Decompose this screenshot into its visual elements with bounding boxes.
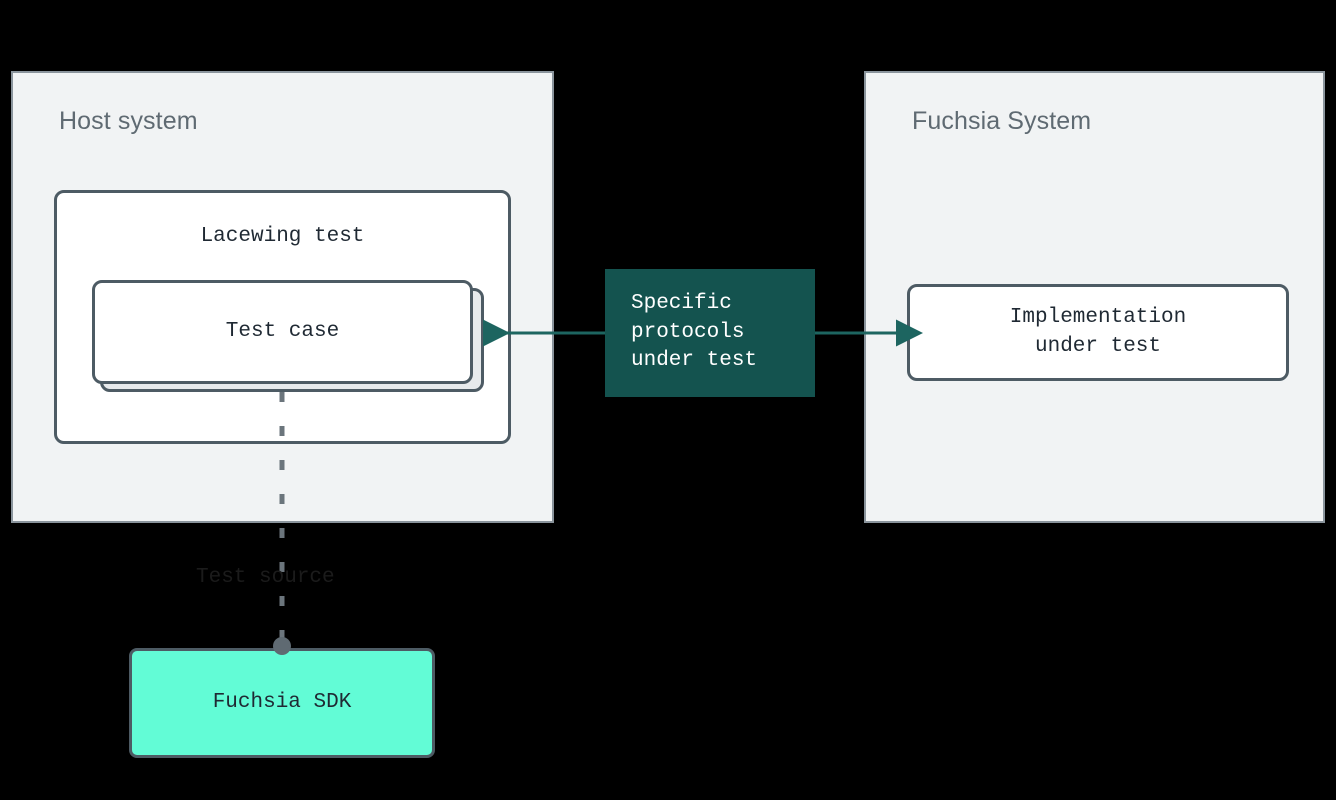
node-fuchsia-sdk: Fuchsia SDK: [129, 648, 435, 758]
panel-host-system-title: Host system: [59, 107, 198, 135]
block-specific-protocols-under-test-label: Specific protocols under test: [631, 291, 758, 373]
edge-test-source-label: Test source: [196, 566, 335, 589]
block-specific-protocols-under-test: Specific protocols under test: [605, 269, 815, 397]
node-test-case: Test case: [92, 280, 473, 384]
panel-fuchsia-system-title: Fuchsia System: [912, 107, 1092, 135]
node-implementation-under-test: Implementation under test: [907, 284, 1289, 381]
